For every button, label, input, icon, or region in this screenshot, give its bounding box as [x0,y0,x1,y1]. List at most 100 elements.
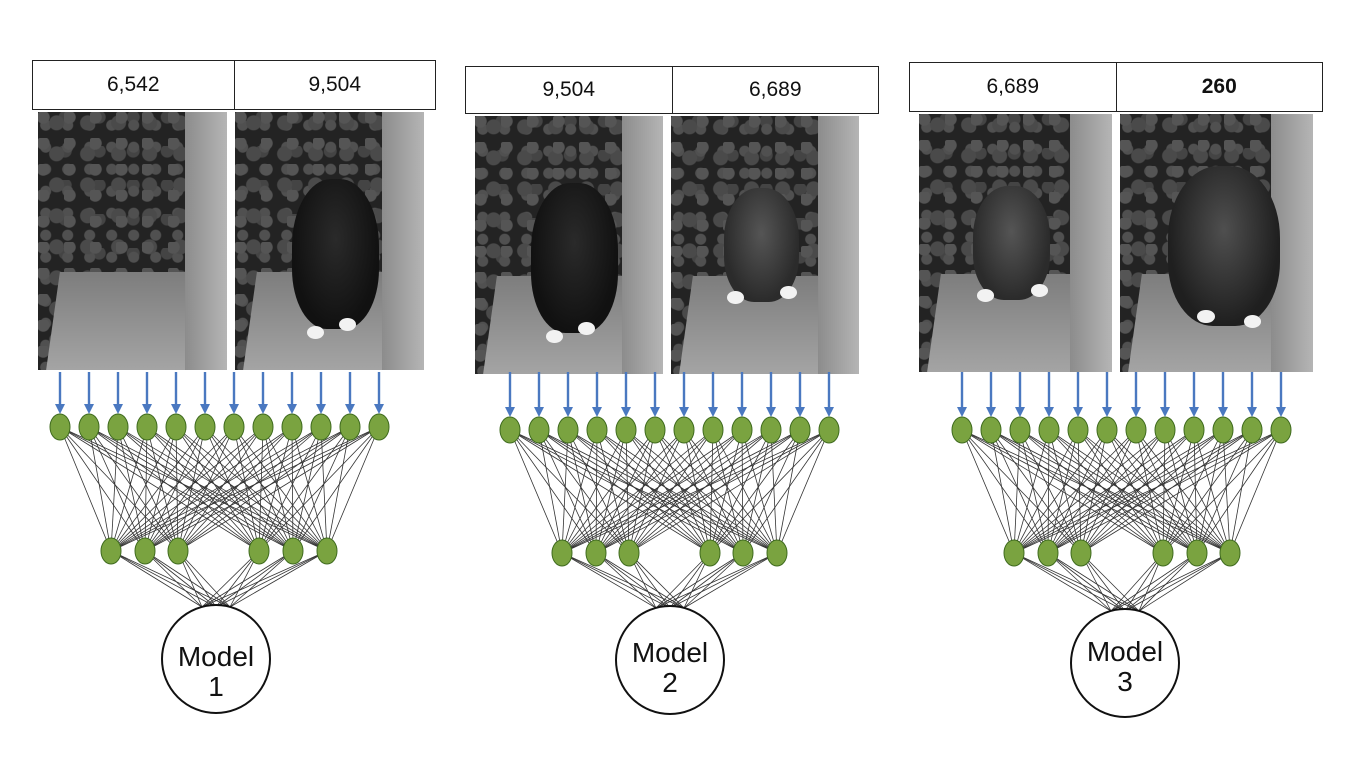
network-edge [509,429,711,554]
input-node [165,413,187,441]
network-edge [561,429,598,554]
arrow-head-icon [621,407,631,417]
network-edge [561,429,569,554]
right-frame-value: 260 [1201,75,1237,98]
network-edge [1106,429,1231,554]
network-edge [110,426,235,552]
network-edge [110,426,148,552]
network-edge [1080,429,1253,554]
network-edge [59,426,260,552]
model-circle [1070,608,1180,718]
network-edge [1013,429,1282,554]
cat-frame-photo-left [38,112,227,370]
network-edge [201,550,260,608]
input-node [951,416,973,444]
network-edge [291,426,328,552]
network-edge [1193,429,1231,554]
network-edge [1110,552,1164,612]
network-edge [538,429,711,554]
input-node [78,413,100,441]
network-edge [567,429,711,554]
arrow-head-icon [142,404,152,414]
network-edge [175,426,328,552]
network-edge [561,429,830,554]
input-node [731,416,753,444]
network-edge [1013,429,1137,554]
frame-header: 6,542 9,504 [32,60,436,110]
network-edge [961,429,1231,554]
network-edge [561,429,627,554]
network-edge [1019,429,1082,554]
hidden-node [1070,539,1092,567]
network-edge [595,429,830,554]
input-node [1183,416,1205,444]
input-node [223,413,245,441]
arrow-head-icon [824,407,834,417]
network-edge [567,429,630,554]
network-edge [669,552,744,609]
network-edge [595,429,801,554]
network-edge [146,426,328,552]
arrow-head-icon [374,404,384,414]
network-edge [201,550,328,608]
network-edge [177,426,322,552]
network-edge [177,426,351,552]
input-node [980,416,1002,444]
network-edge [146,426,179,552]
arrow-head-icon [113,404,123,414]
hidden-node [618,539,640,567]
network-edge [561,429,772,554]
arrow-head-icon [1044,407,1054,417]
network-edge [561,429,685,554]
input-node [615,416,637,444]
network-edge [88,426,328,552]
network-edge [1013,429,1021,554]
network-edge [709,429,801,554]
right-frame-value: 9,504 [308,73,362,96]
arrow-head-icon [1015,407,1025,417]
network-edge [655,552,744,609]
network-edge [110,426,206,552]
network-edge [215,550,294,608]
network-edge [596,429,778,554]
network-edge [561,429,801,554]
input-node [1096,416,1118,444]
network-edge [990,429,1049,554]
hidden-node [766,539,788,567]
network-edge [538,429,778,554]
input-node [1212,416,1234,444]
network-edge [1124,552,1198,612]
network-edge [110,426,264,552]
arrow-head-icon [679,407,689,417]
model-circle [161,604,271,714]
network-edge [1077,429,1082,554]
network-edge [669,552,778,609]
input-node [644,416,666,444]
left-frame-value: 6,689 [910,63,1117,111]
input-node [1241,416,1263,444]
network-edge [1013,429,1050,554]
input-node [339,413,361,441]
network-edge [144,426,322,552]
network-edge [117,426,260,552]
arrow-head-icon [795,407,805,417]
arrow-head-icon [957,407,967,417]
network-edge [1013,429,1195,554]
network-edge [596,429,744,554]
model-panel-1: 6,542 9,504 [30,0,450,768]
network-edge [1047,552,1140,612]
hidden-node [699,539,721,567]
input-node [281,413,303,441]
network-edge [1047,552,1126,612]
model-circle [615,605,725,715]
network-edge [59,426,112,552]
arrow-head-icon [563,407,573,417]
network-edge [229,550,328,608]
input-node [107,413,129,441]
network-edge [595,552,671,609]
network-edge [1019,429,1164,554]
network-edge [567,429,778,554]
left-frame-value: 9,504 [466,67,673,113]
network-edge [509,429,778,554]
input-node [789,416,811,444]
